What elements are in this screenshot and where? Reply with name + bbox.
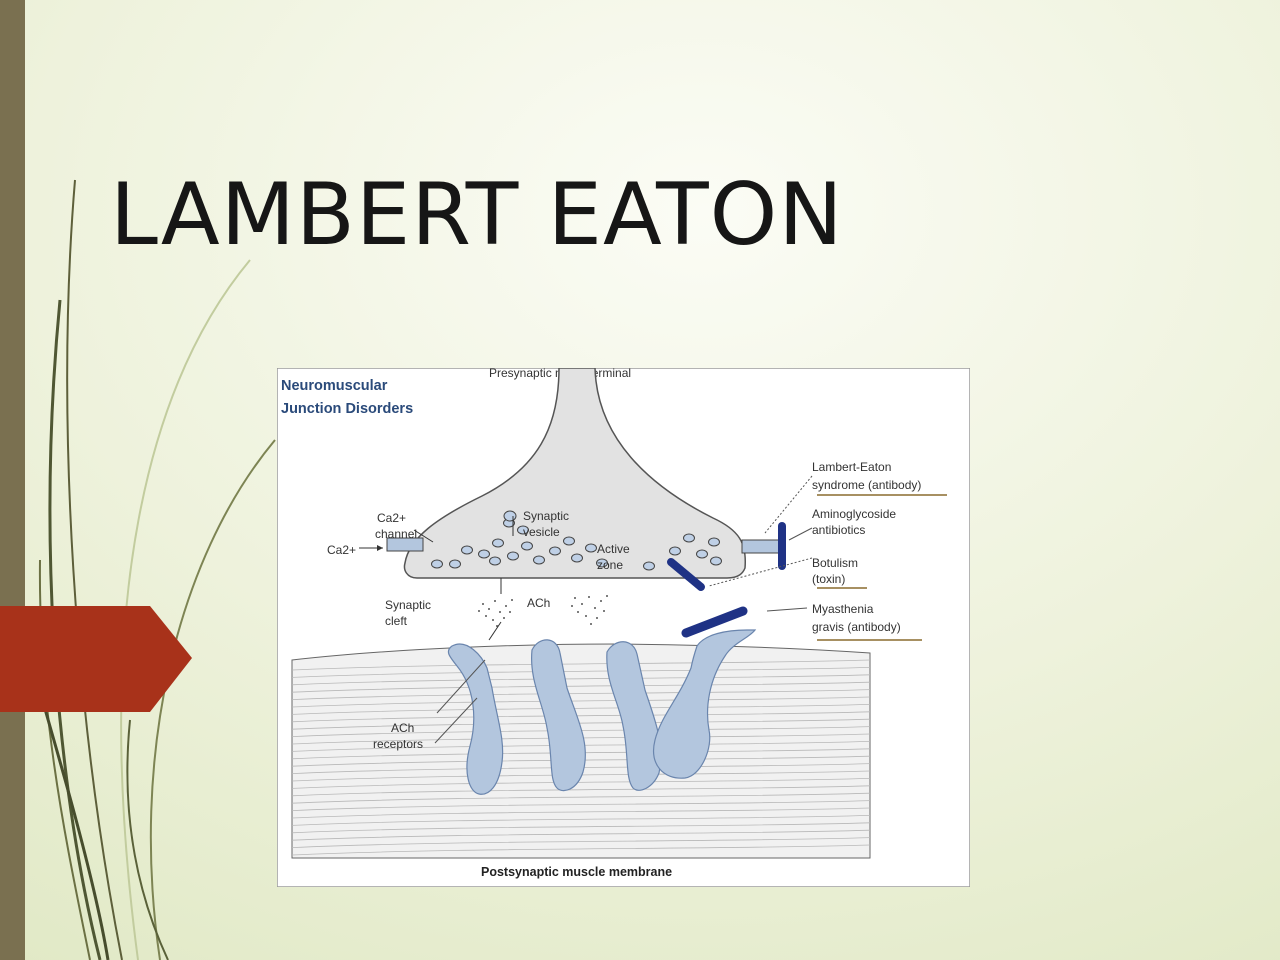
botulism-pointer	[708, 557, 813, 587]
muscle-striation	[292, 785, 870, 797]
botulism-toxin	[667, 558, 705, 591]
myasthenia-label-1: Myasthenia	[812, 602, 874, 616]
figure-heading-line2: Junction Disorders	[281, 401, 413, 417]
muscle-striation	[292, 844, 870, 856]
ca-ion-arrowhead	[377, 545, 383, 551]
muscle-striation	[292, 726, 870, 737]
synaptic-cleft-label-1: Synaptic	[385, 598, 431, 612]
myasthenia-antibody	[681, 606, 748, 638]
ca-channel	[386, 537, 424, 552]
aminoglycoside-label-1: Aminoglycoside	[812, 507, 896, 521]
muscle-striation	[292, 667, 870, 678]
slide-title: LAMBERT EATON	[110, 165, 844, 265]
muscle-striation	[292, 837, 870, 848]
muscle-striation	[292, 829, 870, 841]
ach-receptors-label-2: receptors	[373, 737, 423, 751]
muscle-striation	[292, 659, 870, 671]
ach-receptor-pointer-2	[436, 659, 486, 714]
muscle-striation	[292, 770, 870, 782]
synaptic-vesicles	[431, 510, 722, 571]
muscle-striation	[292, 800, 870, 811]
ach-receptor-pointer-1	[434, 697, 478, 744]
ach-label: ACh	[527, 596, 550, 610]
muscle-striation	[292, 763, 870, 774]
synaptic-cleft-label-2: cleft	[385, 614, 408, 628]
muscle-striation	[292, 815, 870, 826]
ca-channel-label-1: Ca2+	[377, 511, 406, 525]
muscle-striation	[292, 822, 870, 834]
le-pointer	[764, 475, 813, 534]
muscle-striation	[292, 704, 870, 715]
muscle-striation	[292, 733, 870, 745]
ach-receptors-label-1: ACh	[391, 721, 414, 735]
presynaptic-terminal	[403, 368, 747, 579]
postsynaptic-label: Postsynaptic muscle membrane	[481, 865, 672, 879]
ach-binding-arrow	[488, 621, 502, 641]
muscle-striation	[292, 711, 870, 723]
myasthenia-pointer	[766, 607, 808, 612]
muscle-striation	[292, 778, 870, 789]
left-bar	[0, 0, 25, 960]
lambert-eaton-label-1: Lambert-Eaton	[812, 460, 891, 474]
arrow-tab-shape	[0, 606, 192, 712]
aminoglycoside-pointer	[788, 527, 813, 541]
figure-heading-line1: Neuromuscular	[281, 378, 388, 394]
ca-channel-pointer	[413, 529, 434, 543]
active-zone-label-1: Active	[597, 542, 630, 556]
aminoglycoside-label-2: antibiotics	[812, 523, 865, 537]
muscle-striation	[292, 674, 870, 686]
ca-channel-label-2: channel	[375, 527, 417, 541]
lambert-eaton-label-2: syndrome (antibody)	[812, 478, 921, 492]
muscle-striation	[292, 689, 870, 700]
nmj-diagram: Neuromuscular Junction Disorders Presyna…	[277, 368, 970, 887]
muscle-striation	[292, 696, 870, 708]
junctional-folds	[447, 629, 757, 795]
muscle-striation	[292, 807, 870, 819]
ca-channel-right	[741, 539, 783, 554]
muscle-striations	[292, 659, 870, 856]
muscle-striation	[292, 741, 870, 752]
myasthenia-label-2: gravis (antibody)	[812, 620, 901, 634]
synaptic-vesicle-label-2: vesicle	[523, 525, 560, 539]
synaptic-vesicle-label-1: Synaptic	[523, 509, 569, 523]
muscle-striation	[292, 681, 870, 693]
active-zone-label-2: zone	[597, 558, 623, 572]
botulism-label-2: (toxin)	[812, 572, 845, 586]
ca-ion-label: Ca2+	[327, 543, 356, 557]
ach-clusters	[478, 595, 608, 627]
botulism-label-1: Botulism	[812, 556, 858, 570]
muscle-striation	[292, 718, 870, 730]
muscle-striation	[292, 792, 870, 804]
